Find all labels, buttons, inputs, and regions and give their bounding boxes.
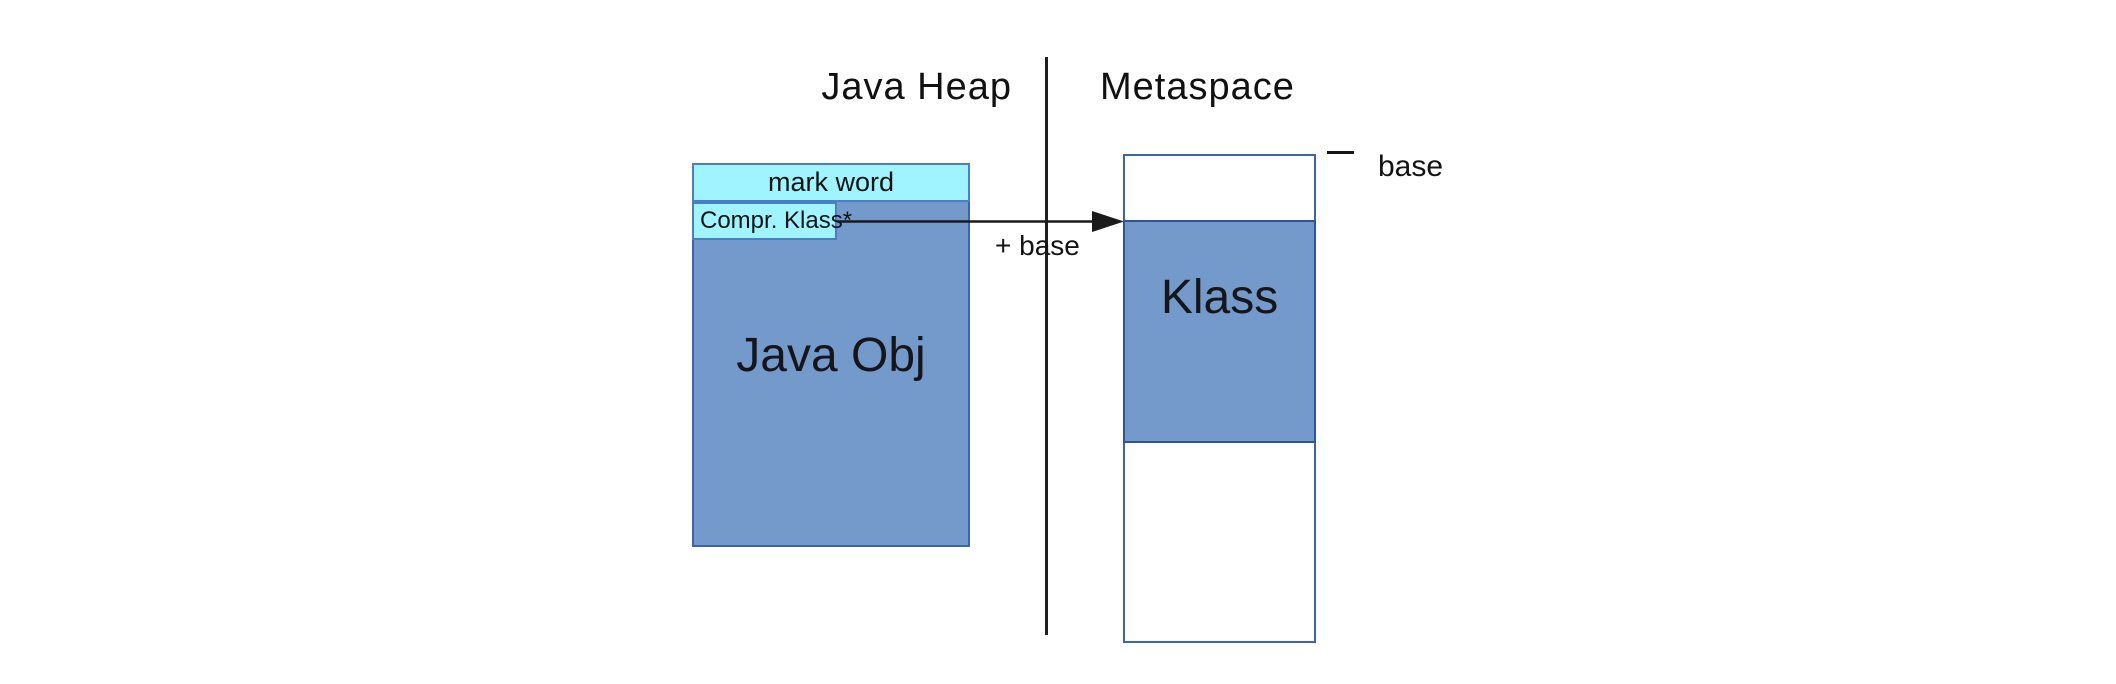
plus-base-label: + base	[995, 230, 1080, 261]
java-heap-title: Java Heap	[821, 66, 1012, 108]
klass-section: Klass	[1123, 220, 1316, 443]
base-tick	[1327, 151, 1354, 154]
arrow-head	[1092, 211, 1124, 232]
java-obj-label: Java Obj	[736, 328, 926, 382]
heap-metaspace-divider	[1045, 57, 1048, 635]
mark-word-field: mark word	[692, 163, 970, 202]
metaspace-title: Metaspace	[1100, 66, 1295, 108]
java-obj-box: mark word Compr. Klass* Java Obj	[692, 163, 970, 547]
compressed-klass-pointer-field: Compr. Klass*	[692, 202, 852, 240]
mark-word-label: mark word	[767, 167, 895, 197]
compressed-klass-pointer-label: Compr. Klass*	[700, 207, 853, 234]
klass-label: Klass	[1160, 271, 1279, 324]
klass-pointer-arrow	[837, 211, 1124, 232]
base-label: base	[1378, 150, 1444, 183]
